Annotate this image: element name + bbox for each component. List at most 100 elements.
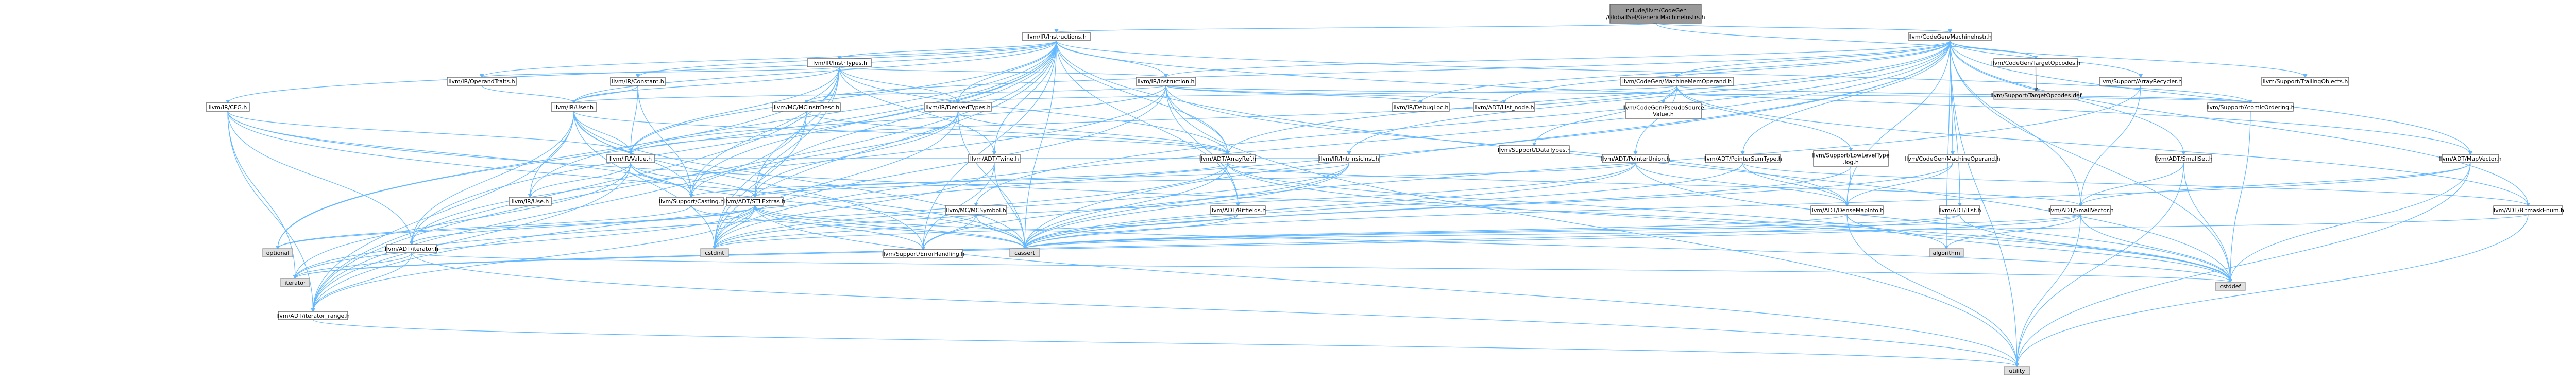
edge-line [1950,40,2019,368]
node-box [1908,154,1997,163]
edge-line [1742,162,2530,207]
node-ir-instruction[interactable]: llvm/IR/Instruction.h [1136,77,1196,86]
node-adt-iterator[interactable]: llvm/ADT/iterator.h [385,244,438,253]
node-box [1473,102,1535,112]
node-support-trailingobjects[interactable]: llvm/Support/TrailingObjects.h [2261,77,2349,86]
node-adt-smallset[interactable]: llvm/ADT/SmallSet.h [2155,154,2213,163]
edge-adt_twine-to-std_cstdint [713,162,995,250]
edge-adt_pointersumtype-to-adt_densemapinfo [1742,162,1849,207]
edge-ir_value-to-std_cassert [630,162,1027,250]
edge-line [226,40,1057,104]
edge-ir_user-to-adt_iterator [410,111,574,246]
node-ir-debugloc[interactable]: llvm/IR/DebugLoc.h [1392,102,1450,112]
node-label: llvm/Support/LowLevelType [1812,152,1889,159]
edge-line [480,40,1057,78]
node-cg-machinememoperand[interactable]: llvm/CodeGen/MachineMemOperand.h [1620,77,1734,86]
node-label: cstddef [2220,283,2242,290]
node-ir-insttypes[interactable]: llvm/IR/InstrTypes.h [807,58,872,67]
node-adt-densemapinfo[interactable]: llvm/ADT/DenseMapInfo.h [1810,205,1884,215]
edge-support_arrayrecycler-to-std_cassert [1023,85,2141,250]
node-support-casting[interactable]: llvm/Support/Casting.h [659,197,724,206]
node-adt-twine[interactable]: llvm/ADT/Twine.h [968,154,1021,163]
node-box [726,197,784,206]
edge-line [992,40,1057,155]
node-box [1705,154,1781,163]
node-support-atomicordering[interactable]: llvm/Support/AtomicOrdering.h [2206,102,2295,112]
node-adt-ilist[interactable]: llvm/ADT/ilist.h [1938,205,1981,215]
edge-line [1023,85,2141,250]
edge-line [2015,162,2184,368]
node-std-cassert[interactable]: cassert [1009,248,1040,257]
node-std-cstdint[interactable]: cstdint [700,248,729,257]
node-ir-value[interactable]: llvm/IR/Value.h [606,154,655,163]
edge-ir_instructions-to-ir_user [572,40,1057,104]
node-adt-arrayref[interactable]: llvm/ADT/ArrayRef.h [1199,154,1257,163]
edge-line [276,66,840,250]
node-label: llvm/Support/TrailingObjects.h [2263,78,2348,85]
node-adt-iterator-range[interactable]: llvm/ADT/iterator_range.h [276,311,350,320]
node-box [1009,248,1040,257]
edge-line [2228,111,2251,283]
node-ir-use[interactable]: llvm/IR/Use.h [509,197,552,206]
node-std-optional[interactable]: optional [262,248,293,257]
node-ir-intrinsicinst[interactable]: llvm/IR/IntrinsicInst.h [1318,154,1380,163]
node-ir-operandtraits[interactable]: llvm/IR/OperandTraits.h [447,77,517,86]
node-box [1908,32,1992,41]
node-cg-machineinstr[interactable]: llvm/CodeGen/MachineInstr.h [1908,32,1992,41]
edge-line [689,162,1350,198]
node-ir-instructions[interactable]: llvm/IR/Instructions.h [1022,32,1091,41]
node-label: llvm/IR/IntrinsicInst.h [1319,155,1379,162]
node-label: llvm/ADT/MapVector.h [2439,155,2501,162]
node-adt-stlextras[interactable]: llvm/ADT/STLExtras.h [724,197,786,206]
node-box [386,244,437,253]
node-adt-pointerunion[interactable]: llvm/ADT/PointerUnion.h [1601,154,1670,163]
edge-cg_machineinstr-to-adt_ilist_node [1502,40,1951,104]
node-adt-ilist-node[interactable]: llvm/ADT/ilist_node.h [1473,102,1535,112]
node-support-lowleveltype[interactable]: llvm/Support/LowLevelType.log.h [1812,150,1890,167]
edge-line [1845,166,1852,207]
edge-cg_machineoperand-to-adt_densemapinfo [1845,162,1953,207]
node-std-algorithm[interactable]: algorithm [1929,248,1964,257]
node-support-arrayrecycler[interactable]: llvm/Support/ArrayRecycler.h [2099,77,2182,86]
edge-adt_iterator-to-adt_iterator_range [311,252,412,312]
node-box [509,197,552,206]
edge-line [837,40,1057,60]
node-box [968,154,1021,163]
edge-line [573,111,633,155]
node-ir-user[interactable]: llvm/IR/User.h [551,102,597,112]
node-label: llvm/IR/DerivedTypes.h [925,104,990,111]
node-std-cstddef[interactable]: cstddef [2215,282,2246,291]
node-cg-machineoperand[interactable]: llvm/CodeGen/MachineOperand.h [1905,154,2001,163]
node-ir-derivedtypes[interactable]: llvm/IR/DerivedTypes.h [924,102,992,112]
node-support-errorhandling[interactable]: llvm/Support/ErrorHandling.h [882,249,965,258]
node-std-utility[interactable]: utility [2004,366,2030,375]
edge-line [2078,162,2184,207]
edge-line [1676,85,1853,152]
edge-ir_insttypes-to-ir_derivedtypes [839,66,960,104]
node-cg-targetopcodes[interactable]: llvm/CodeGen/TargetOpcodes.h [1991,58,2081,67]
node-mc-mcinstrdesc[interactable]: llvm/MC/MCInstrDesc.h [772,102,841,112]
node-box [1392,102,1450,112]
node-adt-smallvector[interactable]: llvm/ADT/SmallVector.h [2047,205,2114,215]
node-adt-pointersumtype[interactable]: llvm/ADT/PointerSumType.h [1703,154,1782,163]
node-label: utility [2009,368,2025,374]
edge-adt_stlextras-to-support_errorhandling [754,205,925,251]
node-support-targetopcodes-def[interactable]: llvm/Support/TargetOpcodes.def [1990,91,2082,100]
edge-line [839,66,960,104]
node-mc-mcsymbol[interactable]: llvm/MC/MCSymbol.h [945,205,1007,215]
edge-ir_user-to-ir_value [573,111,633,155]
node-ir-constant[interactable]: llvm/IR/Constant.h [610,77,666,86]
node-box [1602,154,1669,163]
edge-line [753,40,1057,198]
node-support-datatypes[interactable]: llvm/Support/DataTypes.h [1498,145,1571,154]
node-root[interactable]: include/llvm/CodeGen/GlobalISel/GenericM… [1606,4,1705,24]
node-std-iterator[interactable]: iterator [280,278,310,287]
edge-line [994,162,1027,250]
node-ir-cfg[interactable]: llvm/IR/CFG.h [206,102,250,112]
node-adt-mapvector[interactable]: llvm/ADT/MapVector.h [2439,154,2502,163]
node-adt-bitfields[interactable]: llvm/ADT/Bitfields.h [1210,205,1266,215]
node-adt-bitmaskenum[interactable]: llvm/ADT/BitmaskEnum.h [2492,205,2564,215]
edge-line [754,205,2019,368]
